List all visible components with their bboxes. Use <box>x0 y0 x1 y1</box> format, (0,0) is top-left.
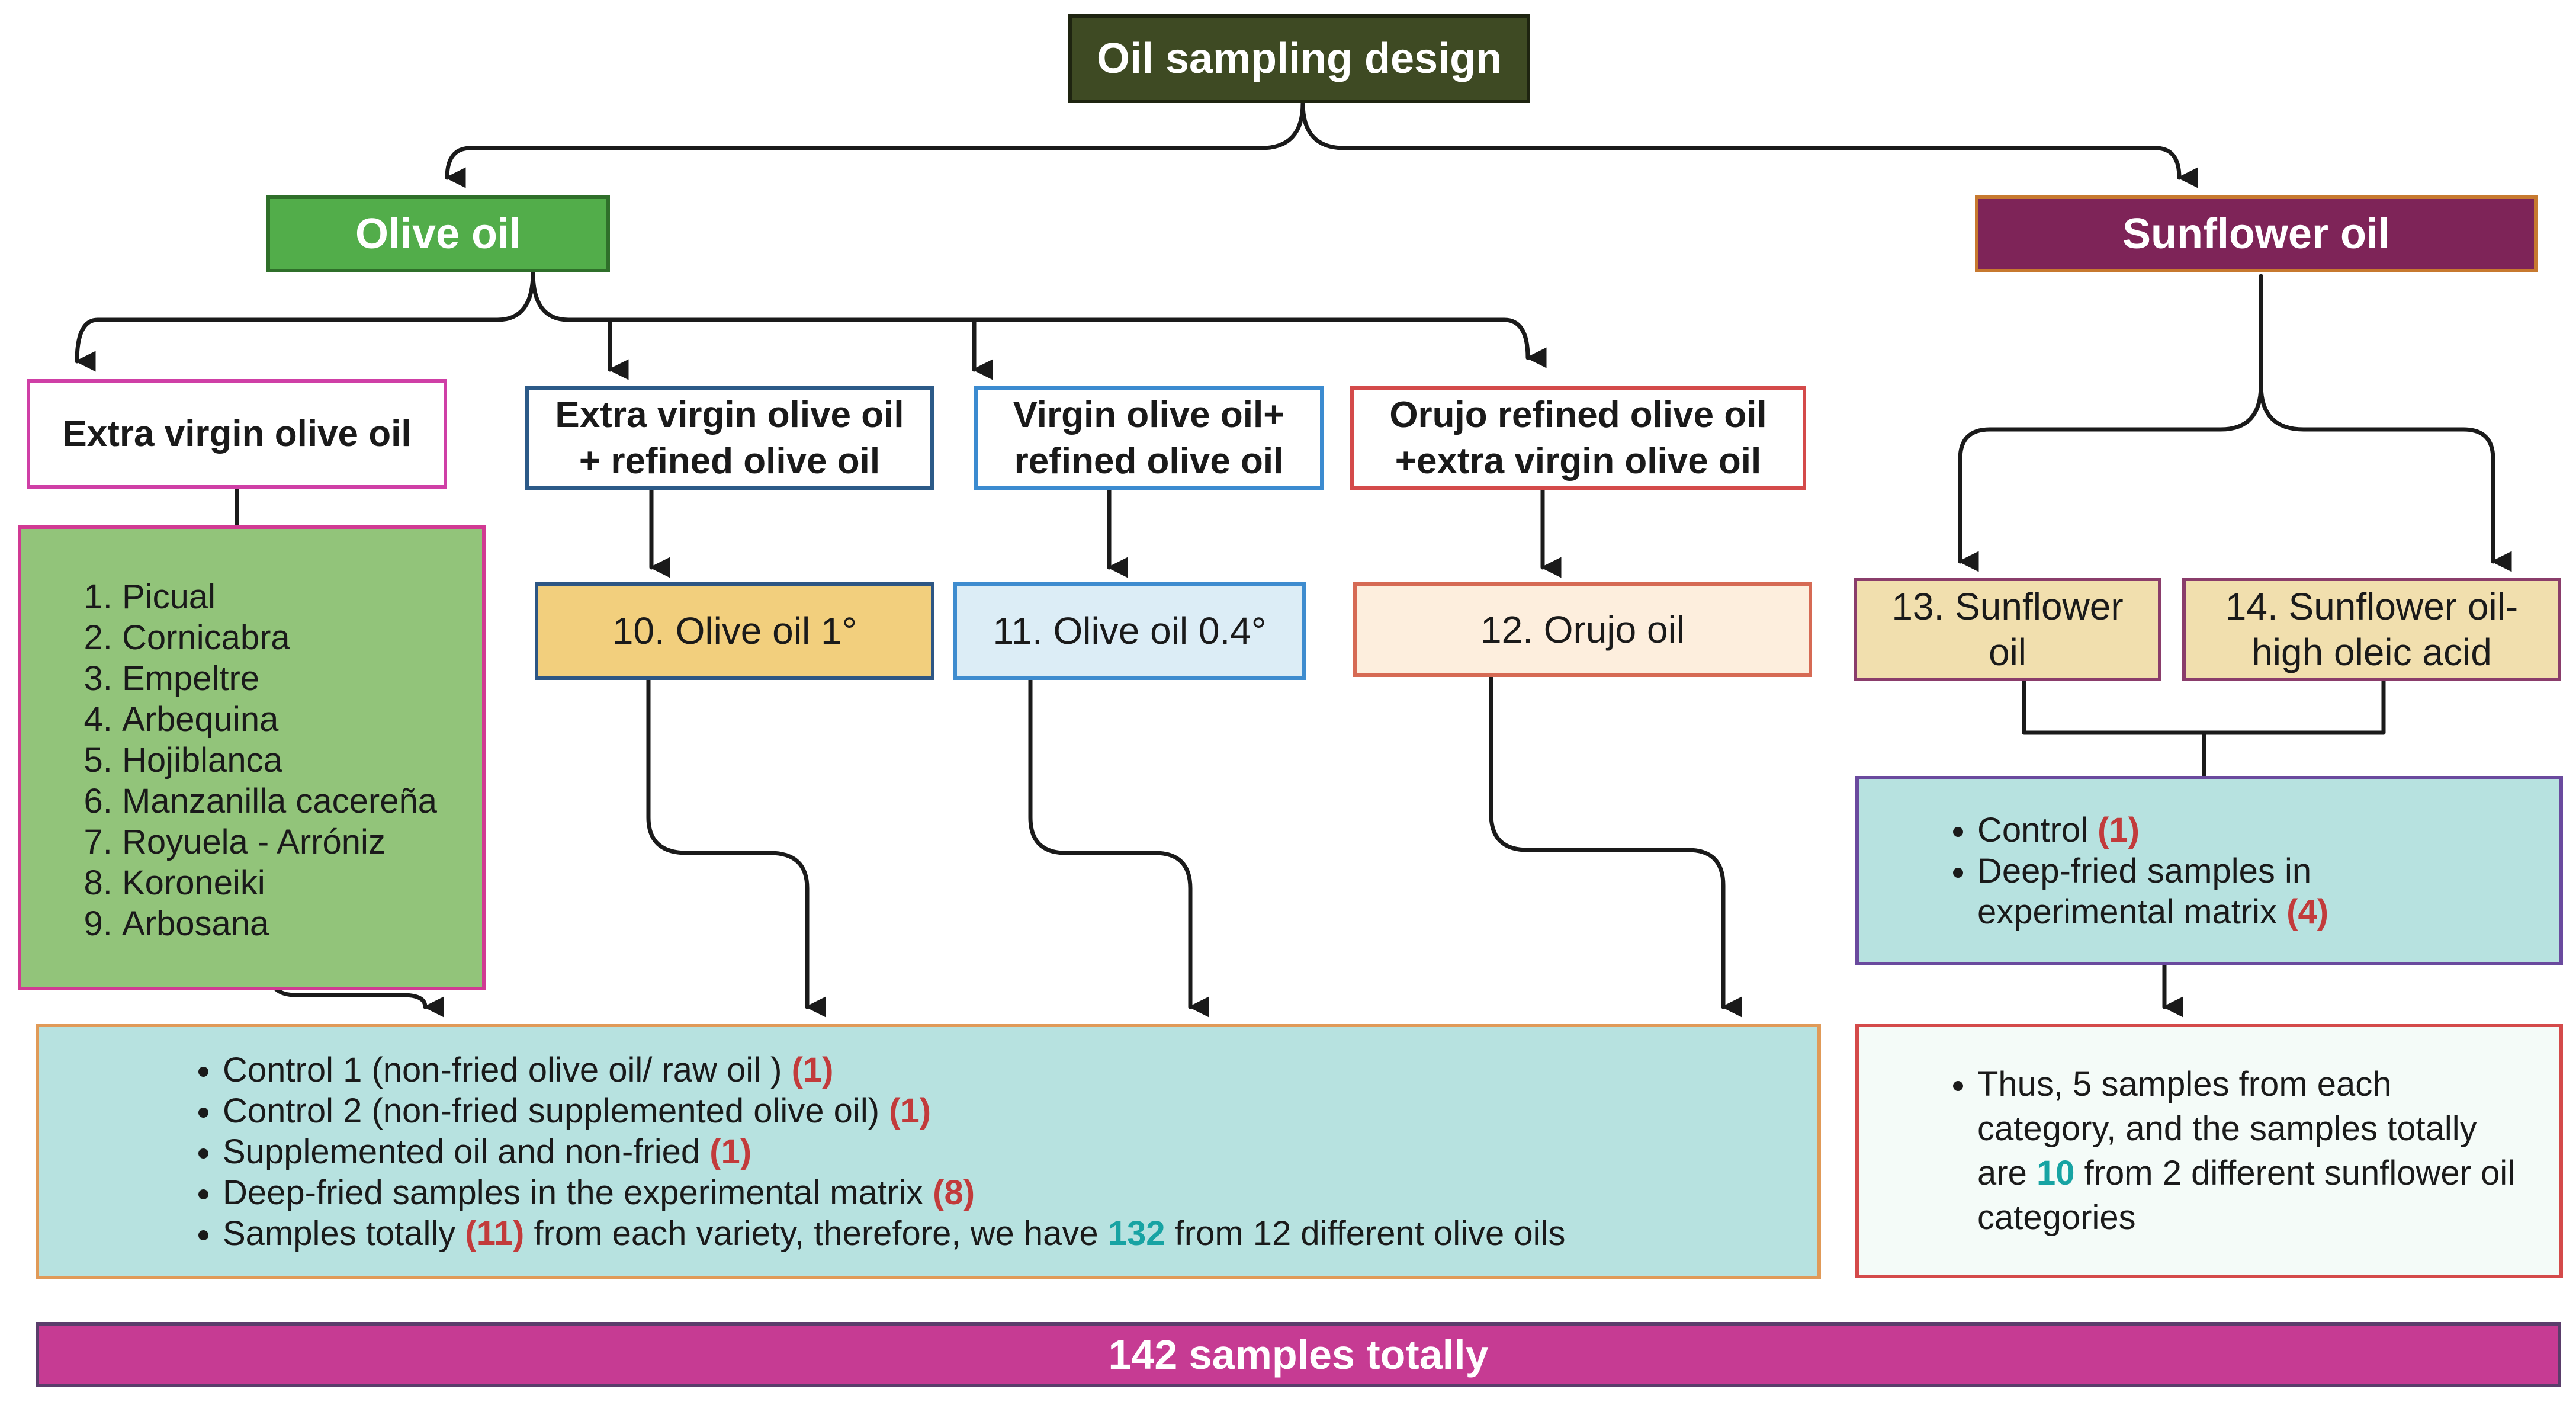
variety-item: Hojiblanca <box>122 740 482 781</box>
total-samples-text: 142 samples totally <box>1108 1332 1489 1378</box>
label-olive-oil-1: 10. Olive oil 1° <box>535 582 934 680</box>
count-highlight: 10 <box>2036 1154 2075 1192</box>
label-text: 10. Olive oil 1° <box>612 609 857 653</box>
count-badge: (1) <box>2098 810 2140 849</box>
olive-info-box: Control 1 (non-fried olive oil/ raw oil … <box>36 1024 1821 1279</box>
sunflower-oil-header-text: Sunflower oil <box>2122 210 2390 258</box>
arrow-sunflower-to-label14 <box>2259 383 2512 572</box>
count-badge: (1) <box>791 1050 834 1089</box>
sunflower-summary-item: Thus, 5 samples from each category, and … <box>1977 1062 2524 1240</box>
olive-control2-item: Control 2 (non-fried supplemented olive … <box>223 1090 1565 1131</box>
variety-item: Manzanilla cacereña <box>122 781 482 822</box>
arrow-olive-to-mix3 <box>531 270 1547 368</box>
label-text: 14. Sunflower oil- high oleic acid <box>2225 585 2519 673</box>
category-label: Extra virgin olive oil + refined olive o… <box>555 394 904 482</box>
variety-item: Arbosana <box>122 903 482 944</box>
olive-total-item: Samples totally (11) from each variety, … <box>223 1213 1565 1254</box>
label-olive-oil-04: 11. Olive oil 0.4° <box>953 582 1306 680</box>
arrow-label12-to-info <box>1489 675 1742 1018</box>
sunflower-deep-fried-item: Deep-fried samples in experimental matri… <box>1977 851 2463 932</box>
variety-item: Koroneiki <box>122 862 482 903</box>
variety-item: Arbequina <box>122 699 482 740</box>
label-sunflower-high-oleic: 14. Sunflower oil- high oleic acid <box>2182 578 2561 681</box>
label-orujo-oil: 12. Orujo oil <box>1353 582 1812 677</box>
label-text: 13. Sunflower oil <box>1891 585 2124 673</box>
sunflower-summary-box: Thus, 5 samples from each category, and … <box>1855 1024 2563 1278</box>
sunflower-control-item: Control (1) <box>1977 810 2463 851</box>
label-text: 12. Orujo oil <box>1480 608 1685 651</box>
sunflower-oil-header: Sunflower oil <box>1975 195 2538 272</box>
sunflower-info-box: Control (1) Deep-fried samples in experi… <box>1855 776 2563 965</box>
olive-oil-header: Olive oil <box>266 195 610 272</box>
total-samples-bar: 142 samples totally <box>36 1322 2561 1387</box>
category-orujo-refined: Orujo refined olive oil +extra virgin ol… <box>1350 386 1806 490</box>
category-label: Extra virgin olive oil <box>62 413 412 454</box>
olive-deep-fried-item: Deep-fried samples in the experimental m… <box>223 1172 1565 1213</box>
arrow-sunflower-to-label13 <box>1958 274 2263 572</box>
category-evoo-refined: Extra virgin olive oil + refined olive o… <box>525 386 934 490</box>
variety-item: Empeltre <box>122 658 482 699</box>
category-label: Orujo refined olive oil +extra virgin ol… <box>1389 394 1767 482</box>
title-text: Oil sampling design <box>1096 35 1502 82</box>
variety-item: Picual <box>122 576 482 617</box>
olive-oil-header-text: Olive oil <box>355 210 522 258</box>
sunflower-info-list: Control (1) Deep-fried samples in experi… <box>1859 810 2463 932</box>
variety-item: Royuela - Arróniz <box>122 822 482 862</box>
varieties-ordered-list: Picual Cornicabra Empeltre Arbequina Hoj… <box>21 529 482 944</box>
variety-item: Cornicabra <box>122 617 482 658</box>
sunflower-summary-list: Thus, 5 samples from each category, and … <box>1859 1062 2559 1240</box>
olive-supplemented-item: Supplemented oil and non-fried (1) <box>223 1131 1565 1172</box>
arrow-title-to-olive <box>445 101 1305 188</box>
category-virgin-refined: Virgin olive oil+ refined olive oil <box>974 386 1324 490</box>
count-badge: (4) <box>2286 892 2329 931</box>
olive-control1-item: Control 1 (non-fried olive oil/ raw oil … <box>223 1050 1565 1090</box>
category-extra-virgin: Extra virgin olive oil <box>27 379 447 489</box>
title-box: Oil sampling design <box>1068 14 1530 103</box>
arrow-label11-to-info <box>1028 678 1209 1018</box>
label-sunflower-oil: 13. Sunflower oil <box>1854 578 2161 681</box>
varieties-list: Picual Cornicabra Empeltre Arbequina Hoj… <box>18 525 486 990</box>
line-labels-join <box>2022 679 2386 735</box>
arrow-title-to-sunflower <box>1300 101 2198 188</box>
count-badge: (1) <box>889 1091 932 1130</box>
category-label: Virgin olive oil+ refined olive oil <box>1013 394 1285 482</box>
count-badge: (1) <box>709 1132 752 1171</box>
olive-info-list: Control 1 (non-fried olive oil/ raw oil … <box>39 1050 1565 1254</box>
arrow-olive-to-evoo <box>75 270 535 372</box>
label-text: 11. Olive oil 0.4° <box>993 609 1267 653</box>
count-highlight: 132 <box>1107 1214 1165 1253</box>
arrow-label10-to-info <box>646 678 826 1018</box>
count-badge: (8) <box>933 1173 975 1212</box>
count-badge: (11) <box>465 1214 525 1253</box>
